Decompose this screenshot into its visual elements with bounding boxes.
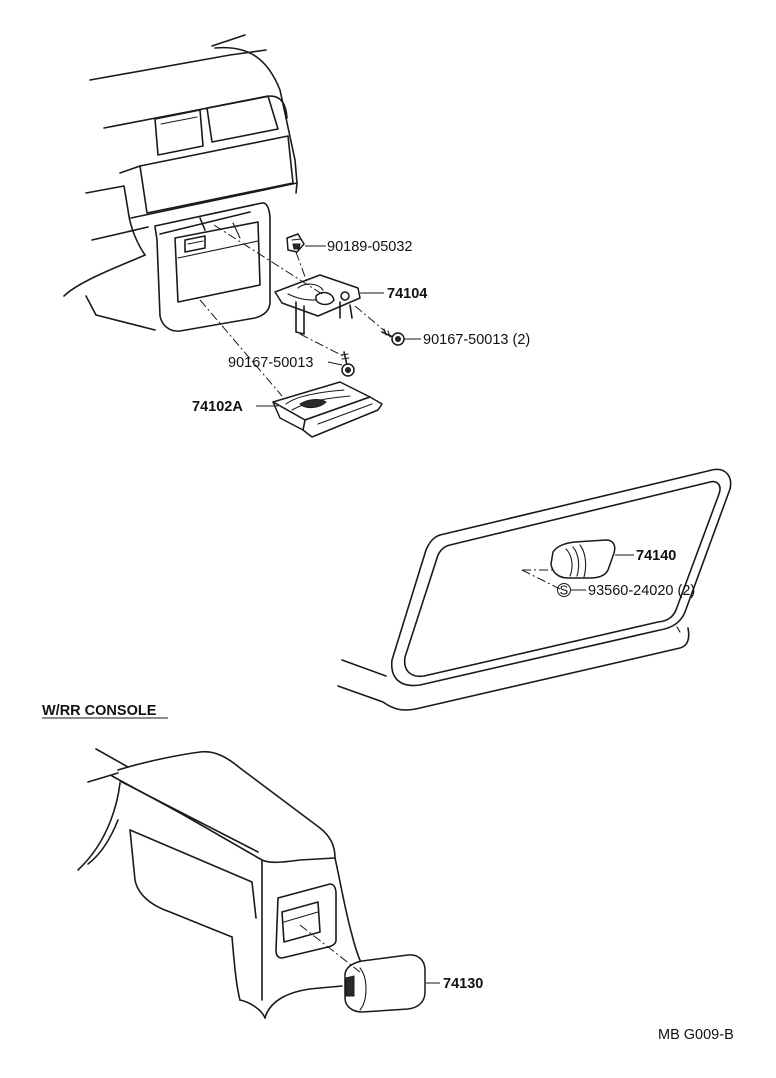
clip-part-90189 <box>286 233 305 253</box>
label-74102a: 74102A <box>192 399 243 415</box>
reference-code: MB G009-B <box>658 1027 734 1043</box>
assembly-lines-middle <box>521 569 561 590</box>
ashtray-part-74130 <box>344 954 426 1013</box>
assembly-lines-bottom <box>299 924 361 973</box>
bracket-part-74104 <box>274 274 361 335</box>
label-90167-50013: 90167-50013 <box>228 355 313 371</box>
console-section-title: W/RR CONSOLE <box>42 703 157 719</box>
label-90167-50013-2: 90167-50013 (2) <box>423 332 530 348</box>
label-93560-24020: 93560-24020 (2) <box>588 583 695 599</box>
label-74140: 74140 <box>636 548 676 564</box>
screw-part-90167-lower <box>340 351 355 377</box>
s-mark-letter: S <box>560 583 569 598</box>
s-mark-circle <box>557 583 571 597</box>
label-74130: 74130 <box>443 976 483 992</box>
ashtray-part-74102a <box>272 381 383 438</box>
rear-console-drawing <box>77 748 363 1019</box>
instrument-panel-drawing <box>63 34 298 332</box>
label-90189-05032: 90189-05032 <box>327 239 412 255</box>
assembly-lines-top <box>199 224 387 397</box>
door-panel-drawing <box>337 468 732 711</box>
leader-lines-middle <box>571 554 634 591</box>
label-74104: 74104 <box>387 286 427 302</box>
ashtray-part-74140 <box>550 539 616 579</box>
leader-lines-top <box>256 245 421 407</box>
